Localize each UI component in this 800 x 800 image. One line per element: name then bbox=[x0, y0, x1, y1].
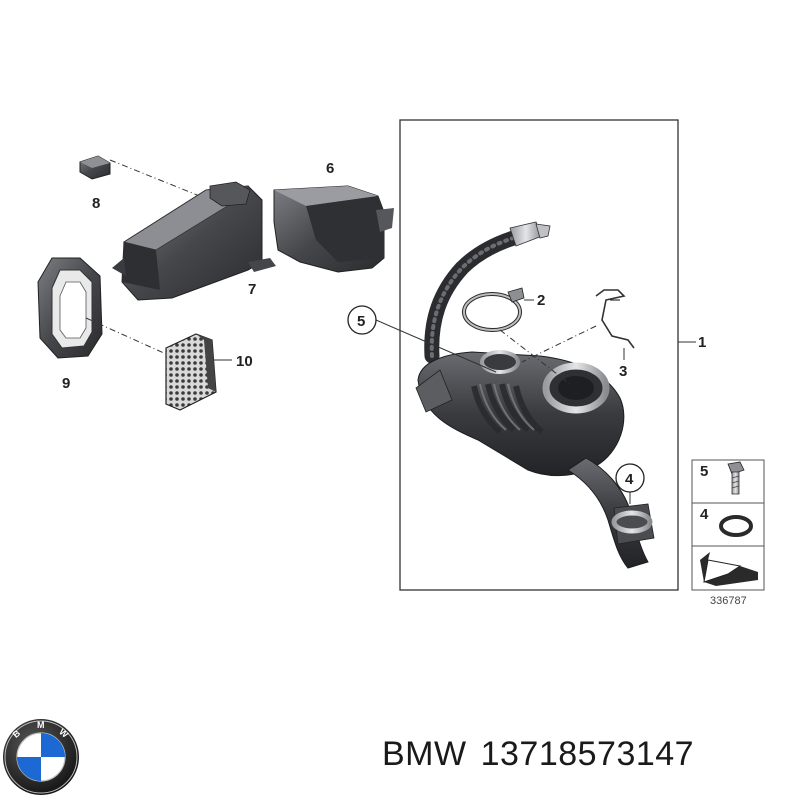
callout-2: 2 bbox=[537, 292, 545, 309]
part-9-intake-frame bbox=[37, 257, 103, 359]
bolt-icon bbox=[727, 461, 745, 495]
bmw-logo: B M W bbox=[3, 719, 79, 795]
callout-7: 7 bbox=[248, 281, 256, 298]
leader-clip-to-outlet bbox=[521, 325, 597, 363]
footer-part-number: 13718573147 bbox=[480, 735, 695, 773]
diagram-number: 336787 bbox=[710, 595, 747, 607]
legend-row2-number: 4 bbox=[700, 506, 709, 523]
callout-9: 9 bbox=[62, 375, 70, 392]
callout-4: 4 bbox=[625, 471, 634, 488]
callout-8: 8 bbox=[92, 195, 100, 212]
part-2-hose-clamp bbox=[462, 287, 525, 332]
part-3-spring-clip bbox=[595, 289, 635, 349]
callout-5-circle: 5 bbox=[347, 305, 377, 335]
footer-part-info: BMW 13718573147 bbox=[382, 735, 708, 774]
part-10-mesh-grille bbox=[165, 333, 217, 411]
callout-1: 1 bbox=[698, 334, 706, 351]
part-7-air-duct bbox=[112, 181, 276, 301]
part-8-clip bbox=[79, 155, 111, 180]
leader-5 bbox=[375, 319, 497, 373]
wedge-arrow-icon bbox=[700, 552, 758, 586]
callout-5: 5 bbox=[357, 313, 365, 330]
leader-9 bbox=[85, 317, 167, 355]
callout-3: 3 bbox=[619, 363, 627, 380]
assembly-frame bbox=[399, 119, 679, 591]
part-1-intake-hose-assembly bbox=[415, 221, 655, 569]
legend-row1-number: 5 bbox=[700, 463, 708, 480]
legend-box: 5 4 bbox=[691, 459, 765, 591]
callout-6: 6 bbox=[326, 160, 334, 177]
svg-text:B: B bbox=[11, 728, 23, 740]
part-6-air-scoop bbox=[273, 185, 394, 273]
leader-clamp-to-outlet bbox=[499, 329, 571, 385]
footer-brand: BMW bbox=[382, 735, 467, 773]
svg-text:M: M bbox=[37, 720, 45, 730]
o-ring-icon bbox=[719, 515, 753, 537]
callout-10: 10 bbox=[236, 353, 253, 370]
callout-4-circle: 4 bbox=[615, 463, 645, 493]
